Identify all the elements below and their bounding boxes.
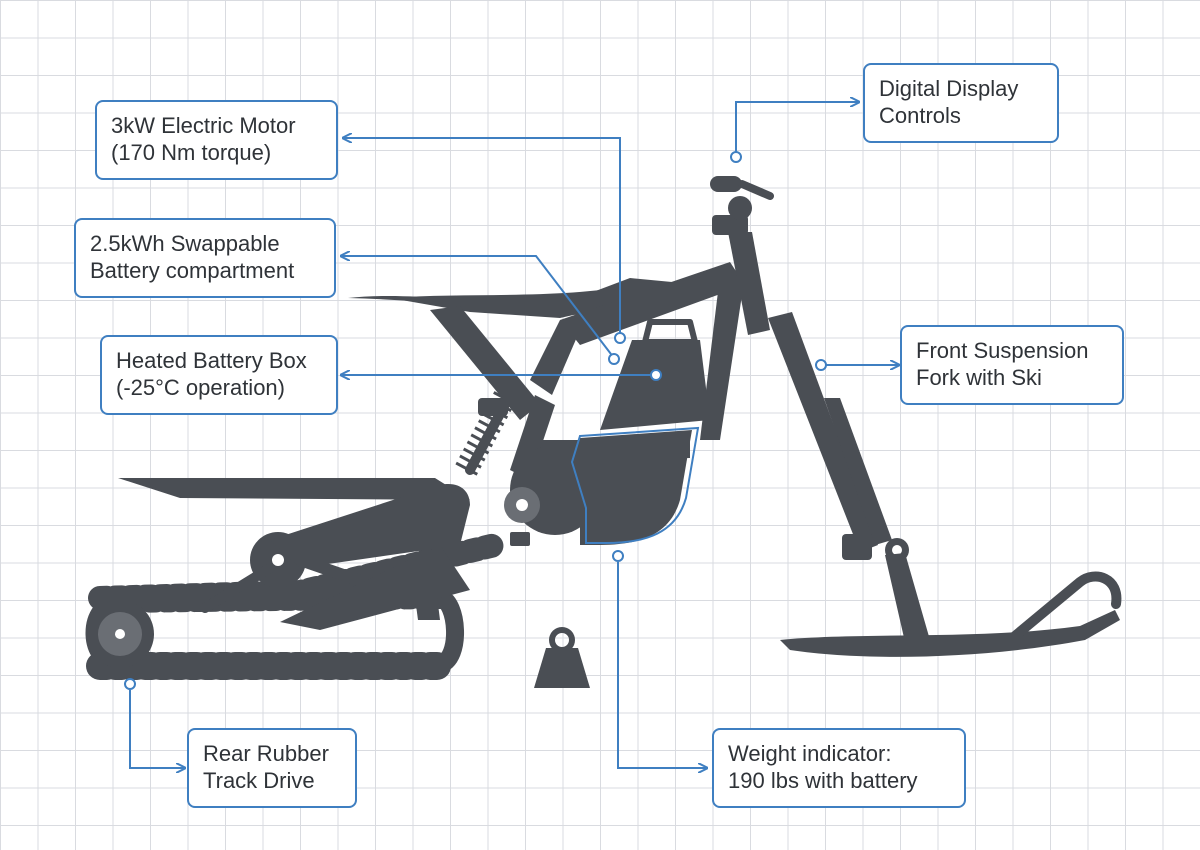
rear-shock — [455, 389, 517, 476]
steering-head — [710, 176, 774, 335]
callout-swappable-battery-line2: Battery compartment — [90, 258, 295, 283]
callout-electric-motor: 3kW Electric Motor (170 Nm torque) — [95, 100, 338, 180]
callout-digital-display-line2: Controls — [879, 103, 961, 128]
callout-digital-display: Digital Display Controls — [863, 63, 1059, 143]
rear-track — [85, 532, 507, 680]
connector-weight — [617, 562, 706, 768]
callout-swappable-battery: 2.5kWh Swappable Battery compartment — [74, 218, 336, 298]
rear-fender — [118, 478, 470, 500]
battery-pack — [600, 319, 710, 430]
connectors — [124, 102, 898, 768]
battery-box-outline — [580, 430, 692, 545]
connector-track — [129, 690, 184, 768]
callout-swappable-battery-line1: 2.5kWh Swappable — [90, 231, 280, 256]
front-ski — [780, 553, 1122, 657]
callout-heated-battery-box-line2: (-25°C operation) — [116, 375, 285, 400]
callout-heated-battery-box-line1: Heated Battery Box — [116, 348, 307, 373]
callout-rear-track: Rear Rubber Track Drive — [187, 728, 357, 808]
connector-motor — [344, 138, 621, 336]
callout-electric-motor-line1: 3kW Electric Motor — [111, 113, 296, 138]
connector-display — [735, 102, 858, 152]
callout-weight-indicator-line1: Weight indicator: — [728, 741, 892, 766]
callout-heated-battery-box: Heated Battery Box (-25°C operation) — [100, 335, 338, 415]
swingarm — [270, 484, 470, 568]
connector-battery — [342, 256, 615, 359]
callout-weight-indicator: Weight indicator: 190 lbs with battery — [712, 728, 966, 808]
callout-weight-indicator-line2: 190 lbs with battery — [728, 768, 918, 793]
battery-compartment-highlight — [570, 426, 700, 544]
callout-front-suspension: Front Suspension Fork with Ski — [900, 325, 1124, 405]
electric-motor — [504, 445, 600, 546]
front-fork — [768, 312, 909, 562]
callout-rear-track-line2: Track Drive — [203, 768, 315, 793]
callout-front-suspension-line2: Fork with Ski — [916, 365, 1042, 390]
snow-bike-illustration — [85, 176, 1122, 688]
callout-rear-track-line1: Rear Rubber — [203, 741, 329, 766]
callout-front-suspension-line1: Front Suspension — [916, 338, 1089, 363]
weight-icon — [534, 627, 590, 688]
callout-digital-display-line1: Digital Display — [879, 76, 1019, 101]
callout-electric-motor-line2: (170 Nm torque) — [111, 140, 272, 165]
